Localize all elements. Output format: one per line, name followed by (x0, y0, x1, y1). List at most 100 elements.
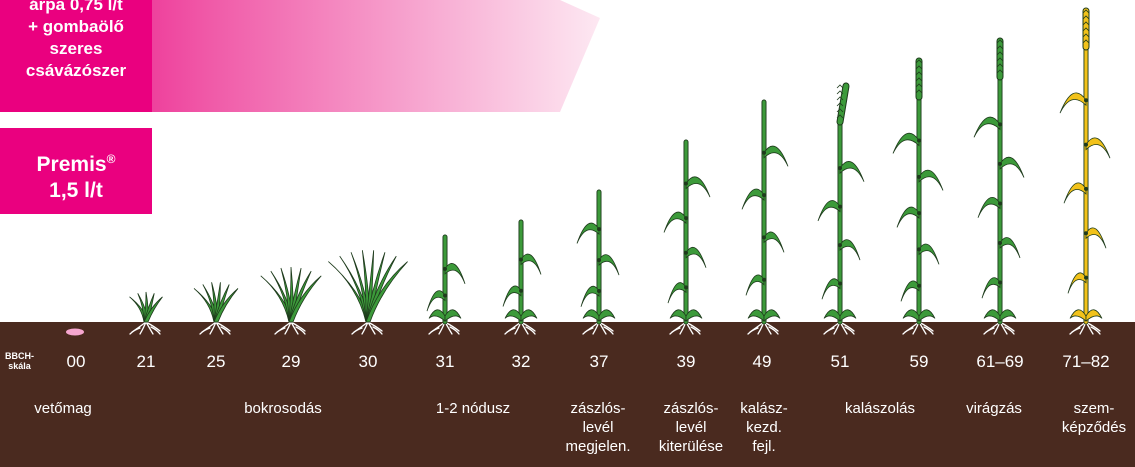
leaf-icon (520, 253, 542, 275)
grain-icon (1082, 27, 1090, 32)
node-icon (998, 240, 1002, 245)
seed-icon (66, 328, 84, 336)
seed-treatment-line: szeres (49, 39, 103, 58)
leaf-icon (741, 188, 765, 210)
node-icon (917, 174, 921, 179)
leaf-icon (999, 156, 1025, 178)
root-icon (983, 321, 1015, 335)
node-icon (684, 216, 688, 221)
leaf-icon (902, 309, 920, 322)
plant-icon (1059, 7, 1111, 335)
node-icon (597, 289, 601, 294)
root-icon (823, 321, 855, 335)
bbch-label-line: skála (8, 361, 31, 371)
seed-treatment-line: árpa 0,75 l/t (29, 0, 123, 14)
plant-icon (193, 282, 239, 335)
node-icon (917, 283, 921, 288)
leaf-icon (892, 132, 920, 154)
plant-icon (663, 139, 711, 335)
bbch-code: 61–69 (976, 352, 1024, 371)
leaf-icon (685, 176, 711, 198)
leaf-icon (763, 309, 781, 322)
stage-label-line: levél (675, 419, 707, 436)
root-icon (129, 321, 161, 335)
stage-label-line: bokrosodás (244, 400, 322, 417)
bbch-code: 32 (511, 352, 531, 371)
stage-label-line: levél (582, 419, 614, 436)
leaf-icon (839, 161, 865, 182)
stage-label-line: megjelen. (565, 438, 631, 455)
bbch-code: 30 (358, 352, 378, 371)
stage-label-line: szem- (1073, 400, 1115, 417)
leaf-icon (426, 290, 446, 312)
plant-icon (741, 99, 789, 335)
seed-treatment-line: csávázószer (25, 61, 127, 80)
stage-label-line: 1-2 nódusz (435, 400, 511, 417)
leaf-icon (983, 309, 1001, 322)
leaf-icon (823, 309, 841, 322)
node-icon (838, 204, 842, 209)
bbch-code: 25 (206, 352, 226, 371)
plant-icon (576, 189, 620, 335)
leaf-icon (598, 309, 616, 322)
seed-treatment-box: árpa 0,75 l/t + gombaölő szeres csávázós… (0, 0, 152, 112)
leaf-icon (747, 309, 765, 322)
grain-icon (1082, 39, 1090, 44)
bbch-code: 49 (752, 352, 772, 371)
grain-icon (836, 96, 844, 101)
leaf-icon (288, 275, 322, 323)
seed-treatment-line: + gombaölő (28, 17, 124, 36)
node-icon (917, 211, 921, 216)
grain-icon (915, 83, 923, 88)
node-icon (762, 193, 766, 198)
leaf-icon (896, 206, 920, 228)
grain-icon (996, 69, 1004, 74)
stage-label-line: kalász- (740, 400, 788, 417)
leaf-icon (685, 246, 707, 268)
bbch-code: 00 (66, 352, 86, 371)
leaf-icon (598, 254, 620, 276)
node-icon (1084, 142, 1088, 147)
bbch-code: 31 (435, 352, 455, 371)
bbch-code: 59 (909, 352, 929, 371)
leaf-icon (999, 309, 1017, 322)
node-icon (762, 150, 766, 155)
plant-icon (129, 291, 163, 335)
leaf-icon (663, 211, 687, 233)
node-icon (1084, 98, 1088, 103)
grain-icon (1082, 9, 1090, 14)
node-icon (597, 258, 601, 263)
node-icon (838, 243, 842, 248)
leaf-icon (143, 296, 163, 323)
stage-label: szem- képződés (1062, 399, 1126, 437)
leaf-icon (900, 280, 920, 302)
node-icon (443, 266, 447, 271)
stage-label-line: kezd. (746, 419, 782, 436)
grain-icon (996, 39, 1004, 44)
stage-label-line: kalászolás (844, 400, 916, 417)
node-icon (838, 281, 842, 286)
plant-icon (892, 57, 944, 335)
root-icon (199, 321, 231, 335)
leaf-icon (918, 309, 936, 322)
node-icon (998, 122, 1002, 127)
grain-icon (1082, 33, 1090, 38)
leaf-icon (763, 231, 785, 253)
node-icon (597, 227, 601, 232)
leaf-icon (745, 274, 765, 296)
bbch-code: 39 (676, 352, 696, 371)
leaf-icon (520, 309, 538, 322)
node-icon (998, 161, 1002, 166)
leaf-icon (817, 200, 841, 222)
stage-label-line: virágzás (966, 400, 1022, 417)
node-icon (917, 247, 921, 252)
leaf-icon (977, 197, 1001, 218)
leaf-icon (918, 169, 944, 191)
leaf-icon (213, 288, 239, 323)
leaf-icon (1085, 227, 1107, 249)
grain-icon (1082, 21, 1090, 26)
grain-icon (996, 51, 1004, 56)
bbch-label-line: BBCH- (5, 351, 34, 361)
registered-mark: ® (106, 152, 116, 166)
leaf-icon (1059, 92, 1087, 114)
